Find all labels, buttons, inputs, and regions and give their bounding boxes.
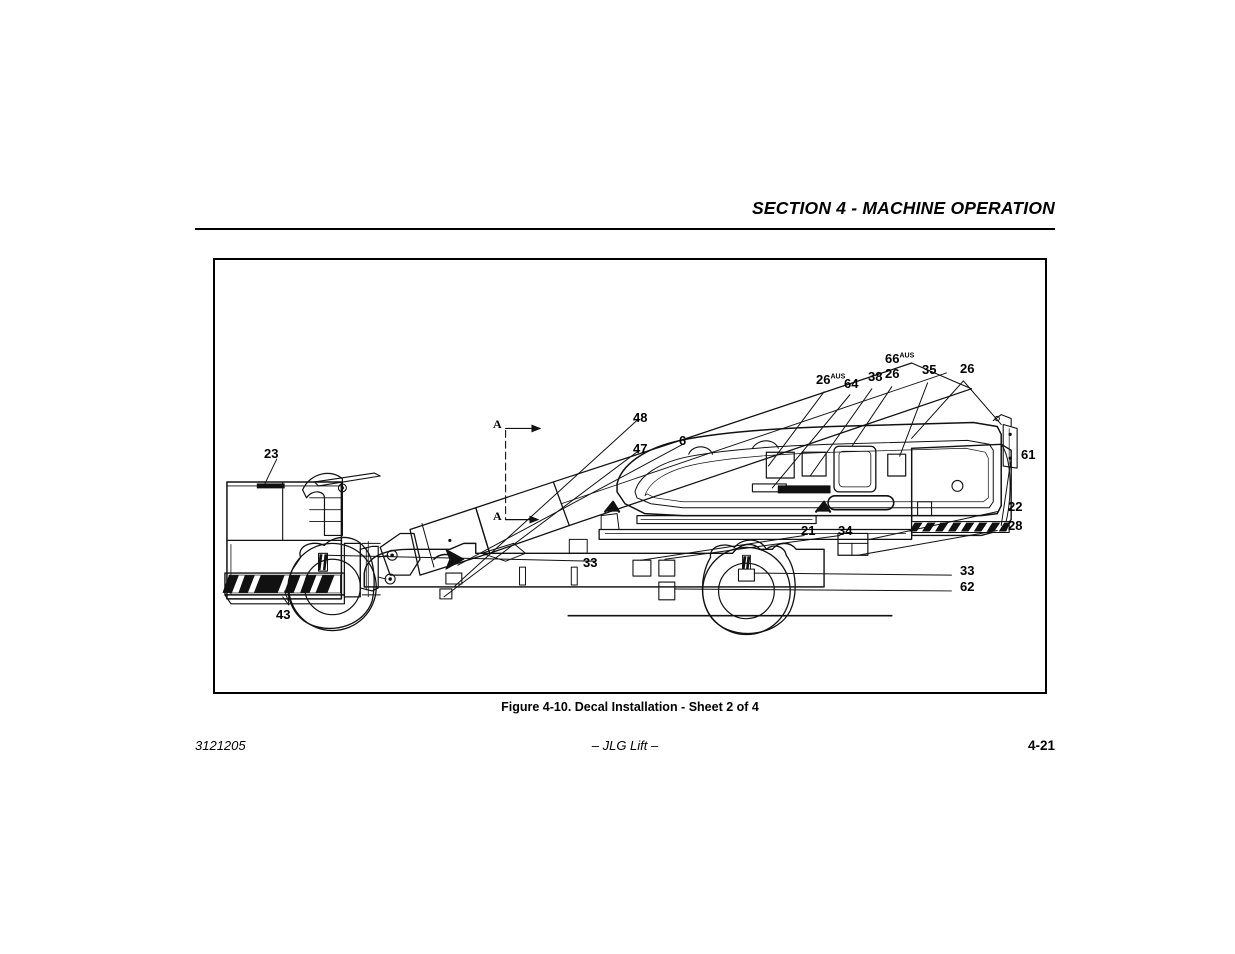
deck-decal: [636, 515, 817, 525]
callout-number: 33: [583, 555, 598, 570]
decal-48-box: [445, 572, 463, 585]
decal-installation-drawing: [222, 362, 1018, 636]
callout-number: 38: [868, 369, 883, 384]
callout-6-4: 6: [679, 434, 686, 447]
callout-61-13: 61: [1021, 448, 1035, 461]
footer-brand: – JLG Lift –: [591, 738, 659, 753]
callout-62-19: 62: [960, 580, 974, 593]
leader-lines: [264, 380, 1012, 606]
page-footer: 3121205 – JLG Lift – 4-21: [195, 738, 1055, 760]
decal-43-stripes: [222, 575, 335, 593]
turntable: [568, 500, 913, 554]
chassis: [318, 542, 825, 601]
rear-wheel: [701, 539, 796, 636]
callout-number: 33: [960, 563, 975, 578]
decal-plate-d: [887, 453, 907, 477]
decal-21-plate: [632, 559, 652, 577]
decal-oval: [827, 495, 895, 511]
callout-33-18: 33: [960, 564, 974, 577]
decal-23: [256, 483, 285, 489]
decal-plate-a: [765, 451, 795, 479]
callout-number: 21: [801, 523, 816, 538]
callout-48-2: 48: [633, 411, 647, 424]
decal-plate-c: [833, 445, 877, 493]
callout-number: 34: [838, 523, 853, 538]
page-header: SECTION 4 - MACHINE OPERATION: [195, 198, 1055, 232]
callout-34-17: 34: [838, 524, 852, 537]
header-rule: [195, 228, 1055, 230]
callout-number: 26: [885, 366, 900, 381]
decal-33-box: [737, 554, 755, 582]
callout-number: 66: [885, 351, 900, 366]
callout-number: 6: [679, 433, 687, 448]
callout-number: 64: [844, 376, 859, 391]
decal-plate-e: [751, 483, 787, 493]
decal-34-plate: [658, 559, 676, 577]
callout-number: 61: [1021, 447, 1036, 462]
section-mark-a-top: A: [493, 417, 502, 431]
rear-hatch: [951, 479, 964, 492]
page-title: SECTION 4 - MACHINE OPERATION: [752, 198, 1055, 218]
callout-26-10: 26: [885, 367, 899, 380]
decal-light-bar: [777, 485, 831, 494]
callout-33-5: 33: [583, 556, 597, 569]
callout-number: 48: [633, 410, 648, 425]
callout-number: 23: [264, 446, 279, 461]
callout-23-0: 23: [264, 447, 278, 460]
decal-61-stripes: [909, 521, 1011, 533]
callout-number: 26: [960, 361, 975, 376]
callout-26-12: 26: [960, 362, 974, 375]
callout-26-aus-6: 26AUS: [816, 373, 845, 386]
callout-number: 62: [960, 579, 975, 594]
decal-62-plate: [658, 581, 676, 601]
platform-assembly: [222, 472, 398, 605]
callout-21-16: 21: [801, 524, 815, 537]
decal-arrow: [433, 548, 465, 570]
callout-64-7: 64: [844, 377, 858, 390]
callout-22-14: 22: [1008, 500, 1022, 513]
callout-number: 35: [922, 362, 937, 377]
callout-28-15: 28: [1008, 519, 1022, 532]
callout-43-1: 43: [276, 608, 290, 621]
callout-number: 26: [816, 372, 831, 387]
callout-number: 47: [633, 441, 648, 456]
footer-page-number: 4-21: [1027, 738, 1055, 753]
rear-decal-plates: [837, 532, 869, 556]
front-wheel: [287, 536, 377, 632]
callout-47-3: 47: [633, 442, 647, 455]
callout-number: 43: [276, 607, 291, 622]
section-line-a-a: [505, 424, 542, 524]
decal-plate-b: [801, 451, 827, 477]
callout-number: 22: [1008, 499, 1023, 514]
callout-66-aus-9: 66AUS: [885, 352, 914, 365]
callout-superscript: AUS: [899, 352, 915, 360]
section-mark-a-bottom: A: [493, 509, 502, 523]
turret-assembly: [616, 414, 1018, 537]
decal-47-box: [439, 588, 453, 600]
callout-superscript: AUS: [830, 373, 846, 381]
callout-35-11: 35: [922, 363, 936, 376]
footer-document-number: 3121205: [195, 738, 246, 753]
callout-38-8: 38: [868, 370, 882, 383]
callout-number: 28: [1008, 518, 1023, 533]
figure-caption: Figure 4-10. Decal Installation - Sheet …: [501, 700, 759, 714]
